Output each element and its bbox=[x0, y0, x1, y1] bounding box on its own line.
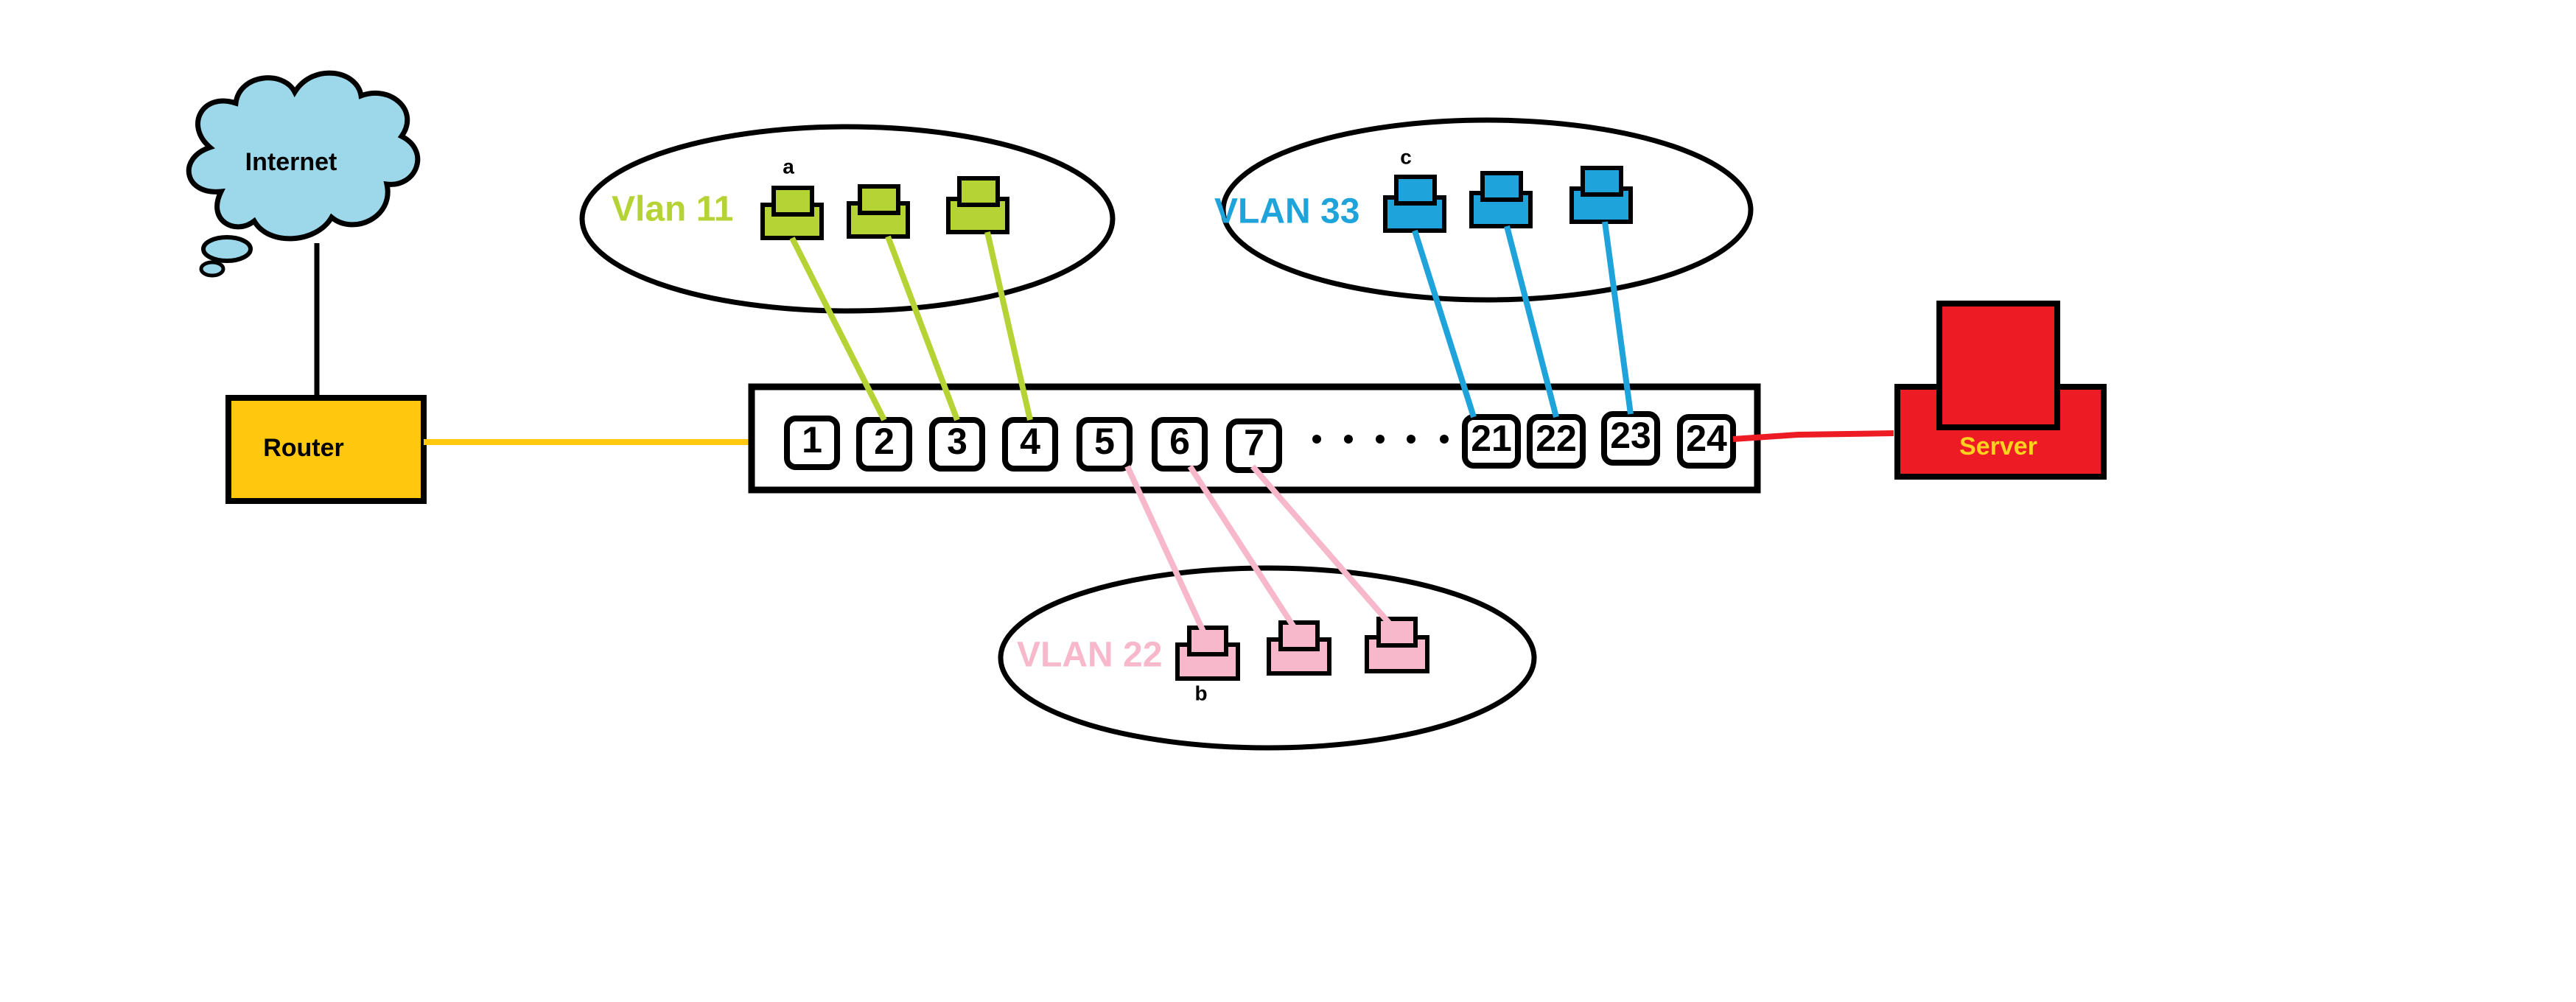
router: Router bbox=[225, 395, 427, 504]
vlan-group: VLAN 33 c bbox=[1214, 117, 1754, 418]
switch-port: 6 bbox=[1152, 417, 1208, 472]
port-label: 7 bbox=[1244, 422, 1264, 463]
port-label: 21 bbox=[1471, 418, 1512, 459]
switch-port: 3 bbox=[929, 417, 985, 472]
port-label: 6 bbox=[1169, 421, 1190, 462]
internet-cloud: Internet bbox=[186, 70, 421, 278]
port-label: 22 bbox=[1536, 418, 1577, 459]
vlan-label: VLAN 33 bbox=[1214, 192, 1359, 231]
vlan-group: VLAN 22 b bbox=[998, 464, 1537, 751]
switch-port: 23 bbox=[1601, 411, 1660, 466]
host-tag: c bbox=[1400, 145, 1412, 168]
host-icon bbox=[1175, 626, 1240, 681]
host-icon bbox=[1365, 617, 1429, 673]
host-icon bbox=[847, 184, 910, 239]
router-label: Router bbox=[263, 434, 344, 462]
port-label: 2 bbox=[874, 421, 895, 462]
server-label: Server bbox=[1959, 432, 2037, 460]
switch-ports: 1 2 3 4 5 6 7 21 bbox=[784, 411, 1736, 473]
host-icon bbox=[1383, 175, 1446, 233]
switch-port: 24 bbox=[1677, 414, 1736, 469]
server: Server bbox=[1894, 301, 2107, 480]
host-icon bbox=[946, 176, 1009, 234]
port-label: 5 bbox=[1094, 421, 1115, 462]
vlan-links bbox=[789, 231, 1033, 421]
host-icon bbox=[1569, 166, 1633, 224]
switch-port: 4 bbox=[1002, 417, 1058, 472]
port-label: 24 bbox=[1686, 418, 1727, 459]
port-label: 3 bbox=[947, 421, 967, 462]
host-icon bbox=[1469, 171, 1533, 228]
vlan-group: Vlan 11 a bbox=[579, 124, 1116, 421]
port-label: 4 bbox=[1020, 421, 1040, 462]
host-tag: a bbox=[783, 155, 794, 178]
port-label: 23 bbox=[1610, 415, 1651, 456]
host-tag: b bbox=[1194, 682, 1207, 704]
switch-port: 7 bbox=[1226, 418, 1282, 473]
vlan-label: Vlan 11 bbox=[612, 190, 733, 229]
port-label: 1 bbox=[802, 419, 822, 460]
switch-port: 21 bbox=[1462, 414, 1521, 469]
switch-port: 22 bbox=[1527, 414, 1586, 469]
host-icon bbox=[760, 186, 824, 240]
vlan-links bbox=[1412, 221, 1634, 418]
switch-port: 1 bbox=[784, 416, 840, 470]
switch-port: 2 bbox=[856, 417, 912, 472]
vlan-links bbox=[1124, 464, 1400, 642]
port-ellipsis bbox=[1312, 435, 1449, 444]
host-icon bbox=[1267, 620, 1331, 676]
switch-port: 5 bbox=[1077, 417, 1133, 472]
vlan-label: VLAN 22 bbox=[1017, 636, 1162, 675]
internet-label: Internet bbox=[245, 148, 337, 176]
server-switch-link bbox=[1732, 430, 1894, 442]
